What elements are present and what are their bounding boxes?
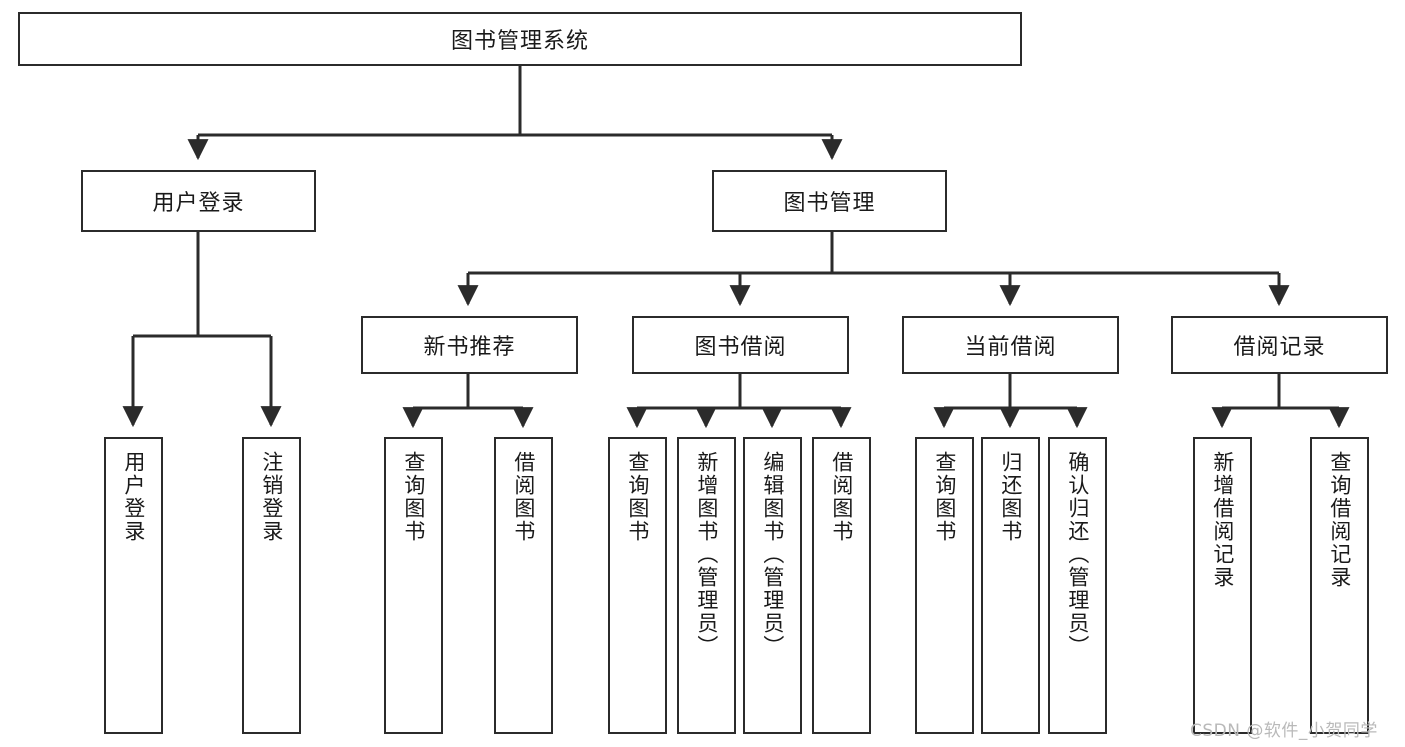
csdn-watermark: CSDN @软件_小贺同学: [1190, 721, 1378, 741]
leaf-label: 借阅图书: [829, 451, 854, 543]
node-root-system[interactable]: 图书管理系统: [18, 12, 1022, 66]
leaf-recommend-borrow-book[interactable]: 借阅图书: [494, 437, 553, 734]
leaf-record-query-record[interactable]: 查询借阅记录: [1310, 437, 1369, 734]
leaf-user-login-logout[interactable]: 注销登录: [242, 437, 301, 734]
leaf-label: 用户登录: [121, 451, 146, 543]
node-current-borrow[interactable]: 当前借阅: [902, 316, 1119, 374]
leaf-label: 查询借阅记录: [1327, 451, 1352, 589]
node-label: 图书借阅: [694, 335, 787, 360]
leaf-recommend-query-book[interactable]: 查询图书: [384, 437, 443, 734]
leaf-borrow-edit-book-admin[interactable]: 编辑图书（管理员）: [743, 437, 802, 734]
node-new-book-recommend[interactable]: 新书推荐: [361, 316, 578, 374]
node-label: 借阅记录: [1233, 335, 1326, 360]
leaf-label: 注销登录: [259, 451, 284, 543]
leaf-borrow-query-book[interactable]: 查询图书: [608, 437, 667, 734]
leaf-current-confirm-return-admin[interactable]: 确认归还（管理员）: [1048, 437, 1107, 734]
node-label: 图书管理: [783, 191, 876, 216]
node-user-login[interactable]: 用户登录: [81, 170, 316, 232]
leaf-label: 查询图书: [401, 451, 426, 543]
leaf-label: 编辑图书（管理员）: [760, 451, 785, 658]
leaf-user-login-login[interactable]: 用户登录: [104, 437, 163, 734]
node-label: 用户登录: [152, 191, 245, 216]
node-book-management[interactable]: 图书管理: [712, 170, 947, 232]
leaf-label: 查询图书: [932, 451, 957, 543]
node-label: 当前借阅: [964, 335, 1057, 360]
node-borrow-record[interactable]: 借阅记录: [1171, 316, 1388, 374]
leaf-label: 借阅图书: [511, 451, 536, 543]
leaf-label: 查询图书: [625, 451, 650, 543]
leaf-current-query-book[interactable]: 查询图书: [915, 437, 974, 734]
node-book-borrow[interactable]: 图书借阅: [632, 316, 849, 374]
leaf-current-return-book[interactable]: 归还图书: [981, 437, 1040, 734]
leaf-label: 确认归还（管理员）: [1065, 451, 1090, 658]
leaf-label: 新增图书（管理员）: [694, 451, 719, 658]
leaf-label: 归还图书: [998, 451, 1023, 543]
leaf-borrow-borrow-book[interactable]: 借阅图书: [812, 437, 871, 734]
node-label: 新书推荐: [423, 335, 516, 360]
leaf-borrow-add-book-admin[interactable]: 新增图书（管理员）: [677, 437, 736, 734]
leaf-record-add-record[interactable]: 新增借阅记录: [1193, 437, 1252, 734]
node-label: 图书管理系统: [450, 29, 589, 54]
leaf-label: 新增借阅记录: [1210, 451, 1235, 589]
